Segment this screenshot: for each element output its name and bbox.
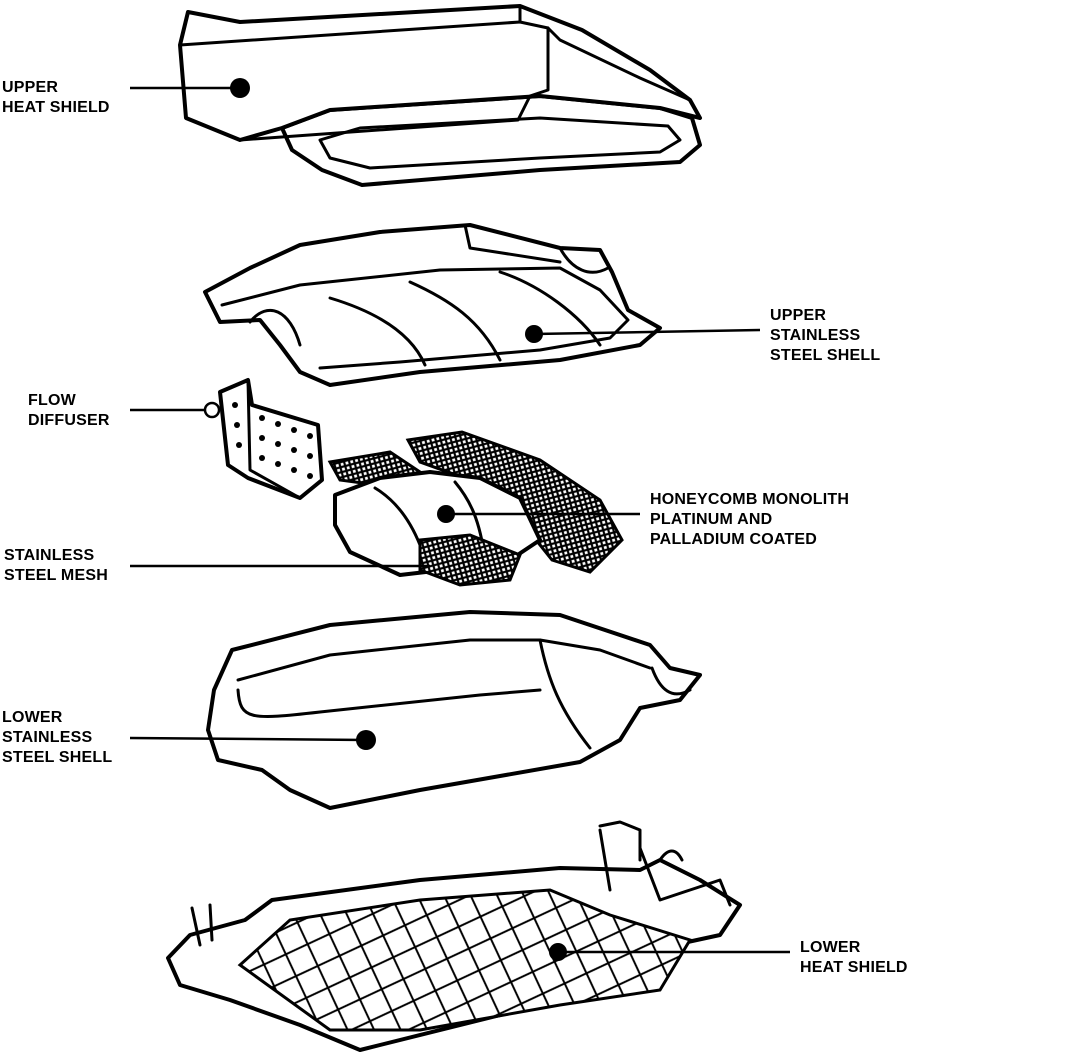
label-upper-heat-shield: UPPER HEAT SHIELD: [2, 79, 110, 116]
label-flow-diffuser: FLOW DIFFUSER: [28, 392, 110, 429]
pointer-upper-shell: [525, 325, 543, 343]
leader-upper-shell: [533, 328, 761, 336]
label-lower-stainless-steel-shell: LOWER STAINLESS STEEL SHELL: [2, 709, 113, 766]
pointer-upper-heat-shield: [230, 78, 250, 98]
label-upper-stainless-steel-shell: UPPER STAINLESS STEEL SHELL: [770, 307, 881, 364]
pointer-lower-shell: [356, 730, 376, 750]
diffuser-holes: [232, 402, 313, 479]
label-stainless-steel-mesh: STAINLESS STEEL MESH: [4, 547, 108, 584]
leader-lines: [129, 78, 790, 961]
upper-stainless-steel-shell-part: [203, 223, 662, 387]
pointer-honeycomb: [437, 505, 455, 523]
upper-heat-shield-part: [178, 4, 702, 187]
pointer-lower-heat-shield: [549, 943, 567, 961]
lower-stainless-steel-shell-part: [206, 610, 702, 810]
monolith-and-mesh-part: [327, 430, 624, 587]
lower-heat-shield-part: [166, 820, 742, 1052]
leader-lower-shell: [129, 736, 367, 742]
flow-diffuser-part: [218, 378, 324, 500]
pointer-flow-diffuser: [203, 401, 221, 419]
label-honeycomb-monolith: HONEYCOMB MONOLITH PLATINUM AND PALLADIU…: [650, 491, 850, 548]
label-lower-heat-shield: LOWER HEAT SHIELD: [800, 939, 908, 976]
